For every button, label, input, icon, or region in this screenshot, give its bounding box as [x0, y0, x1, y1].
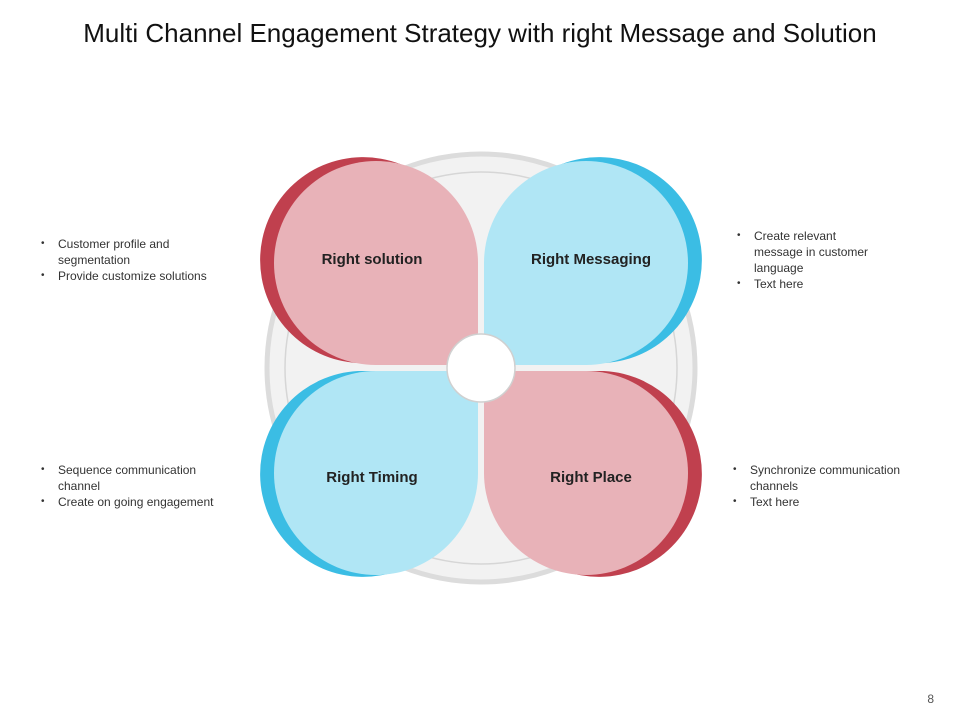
petal-label-right-messaging: Right Messaging	[531, 251, 651, 268]
petal-right-messaging: Right Messaging	[484, 157, 702, 365]
page-number: 8	[927, 692, 934, 706]
slide-title: Multi Channel Engagement Strategy with r…	[83, 18, 877, 48]
petal-label-right-solution: Right solution	[322, 251, 423, 268]
note-item: Create on going engagement	[38, 494, 238, 510]
center-hub	[446, 333, 516, 403]
note-item: Synchronize communication channels	[730, 462, 930, 494]
petal-label-right-place: Right Place	[550, 469, 632, 486]
notes-right-place: Synchronize communication channels Text …	[730, 462, 930, 510]
petal-right-solution: Right solution	[260, 157, 478, 365]
note-item: Text here	[734, 276, 884, 292]
notes-right-messaging: Create relevant message in customer lang…	[734, 228, 884, 292]
inner-ring	[284, 171, 678, 565]
notes-right-solution: Customer profile and segmentation Provid…	[38, 236, 238, 284]
note-item: Customer profile and segmentation	[38, 236, 238, 268]
petal-right-place: Right Place	[484, 371, 702, 577]
petal-label-right-timing: Right Timing	[326, 469, 417, 486]
note-item: Text here	[730, 494, 930, 510]
note-item: Sequence communication channel	[38, 462, 238, 494]
petal-right-timing: Right Timing	[260, 371, 478, 577]
note-item: Create relevant message in customer lang…	[734, 228, 884, 276]
notes-right-timing: Sequence communication channel Create on…	[38, 462, 238, 510]
note-item: Provide customize solutions	[38, 268, 238, 284]
